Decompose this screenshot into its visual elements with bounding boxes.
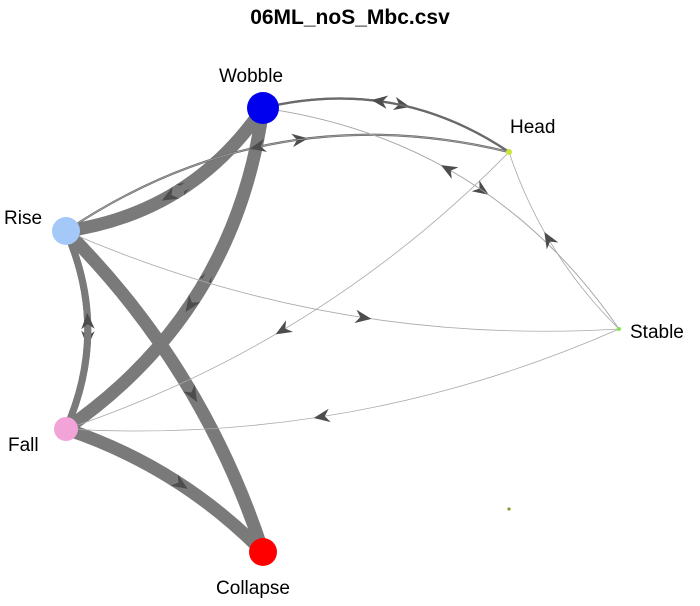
node-label-fall: Fall [8,435,39,456]
edge-arrow-fall-to-collapse [170,474,188,489]
edge-rise-to-collapse [59,224,270,559]
edge-head-to-fall [65,151,510,430]
node-label-stable: Stable [630,322,684,343]
node-rise [52,217,80,245]
node-label-wobble: Wobble [219,66,283,87]
node-wobble [247,92,279,124]
edge-arrow-stable-to-fall [313,408,331,423]
edge-arrow-head-to-rise [249,138,268,152]
node-stable [617,327,621,331]
edge-head-to-rise [65,134,510,232]
edge-fall-to-collapse [59,422,270,559]
edge-arrow-stable-to-head [544,231,559,250]
edge-arrow-head-to-fall [275,320,293,335]
edge-arrow-wobble-to-fall [185,294,201,312]
edge-stable-to-fall [65,328,620,432]
edge-fall-to-rise [62,227,92,433]
edge-arrow-rise-to-stable [354,309,372,324]
edge-wobble-to-rise [62,104,267,235]
edge-arrow-fall-to-rise [81,312,95,330]
diagram-title: 06ML_noS_Mbc.csv [250,6,450,29]
node-fall [54,417,78,441]
edge-wobble-to-stable [262,107,620,330]
edges-layer [59,95,620,559]
node-label-head: Head [510,117,555,138]
nodes-layer [52,92,621,566]
edge-rise-to-stable [65,230,620,332]
edge-arrow-rise-to-head [291,133,309,148]
stray-dot [507,507,511,511]
node-head [506,149,512,155]
edge-head-to-wobble [261,97,511,154]
edge-arrow-stable-to-wobble [440,165,459,179]
edge-arrow-wobble-to-stable [471,180,489,195]
edge-arrow-head-to-wobble [371,95,389,109]
edge-stable-to-head [508,151,620,330]
edge-stable-to-wobble [262,107,620,330]
edge-arrow-rise-to-collapse [183,384,198,403]
node-label-collapse: Collapse [216,578,290,599]
edge-arrow-wobble-to-rise [161,186,180,201]
edge-wobble-to-fall [62,104,267,433]
node-collapse [249,538,277,566]
node-label-rise: Rise [4,208,42,229]
